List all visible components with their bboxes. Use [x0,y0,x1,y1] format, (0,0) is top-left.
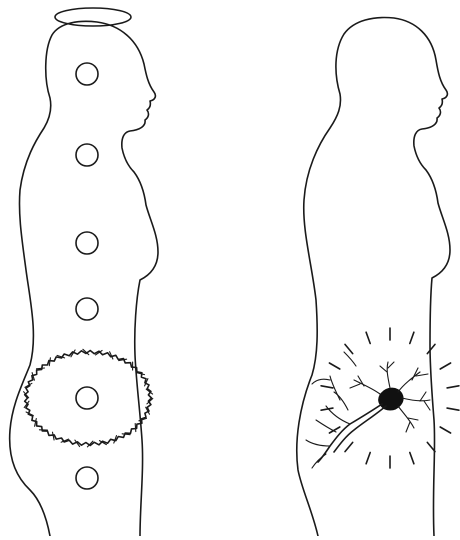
thorn [49,358,50,366]
ray [329,427,339,433]
ray [321,386,333,388]
thorn [53,432,55,440]
ray [410,453,414,464]
ray [321,408,333,410]
ray [427,344,435,353]
ray [447,408,459,410]
ray [329,363,339,369]
left-figure [10,8,158,536]
ray [440,363,450,369]
thorn [37,368,45,369]
ray [366,332,370,343]
thorn [135,424,136,432]
energy-center-1 [76,63,98,85]
ray [410,332,414,343]
energy-center-4 [76,298,98,320]
thorn-ring [24,349,153,447]
energy-center-3 [76,232,98,254]
left-body-outline [10,21,158,536]
ray [345,344,353,353]
ray [345,442,353,451]
ray [447,386,459,388]
right-figure [297,18,459,536]
ray [440,427,450,433]
energy-center-6 [76,467,98,489]
energy-center-2 [76,144,98,166]
halo-icon [55,8,131,26]
energy-center-5 [76,387,98,409]
ray [366,453,370,464]
